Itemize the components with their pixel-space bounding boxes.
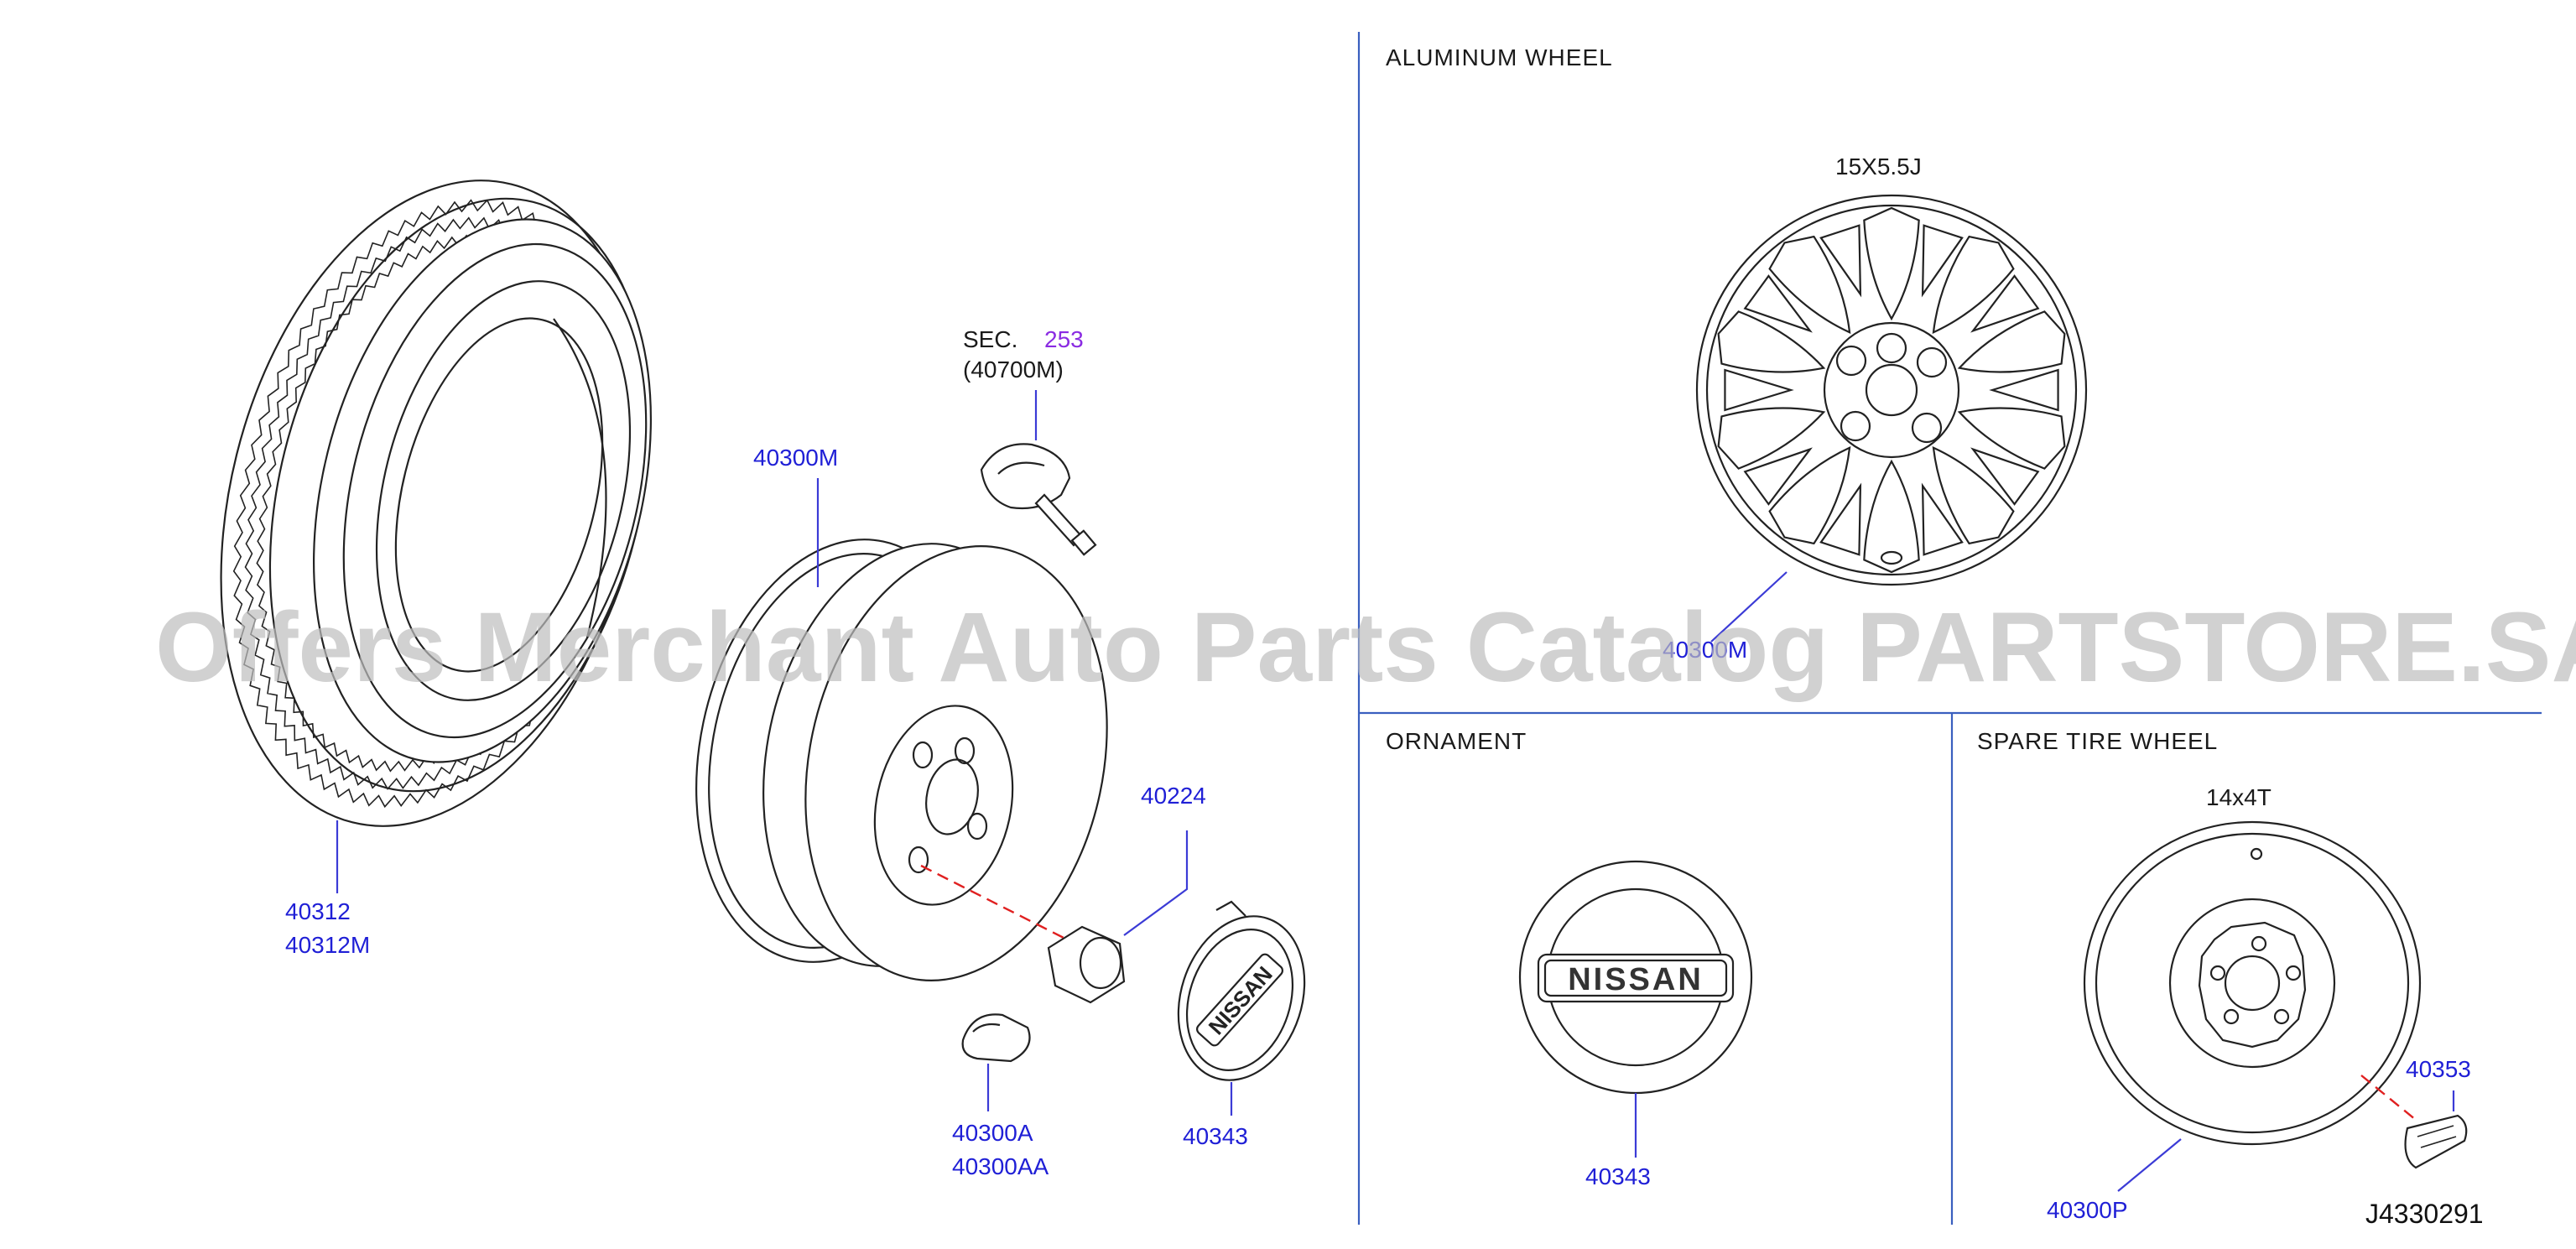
center-cap-left-illustration[interactable]: NISSAN bbox=[1158, 900, 1325, 1097]
steel-wheel-illustration[interactable] bbox=[659, 513, 1146, 1008]
alloy-spokes bbox=[1717, 206, 2066, 574]
part-label-40343-left[interactable]: 40343 bbox=[1183, 1123, 1248, 1149]
watermark-text: Offers Merchant Auto Parts Catalog PARTS… bbox=[155, 592, 2576, 703]
section-title-spare-tire-wheel: SPARE TIRE WHEEL bbox=[1977, 728, 2218, 754]
spare-wheel-leader bbox=[2117, 1138, 2182, 1192]
section-title-aluminum-wheel: ALUMINUM WHEEL bbox=[1386, 44, 1613, 70]
aluminum-wheel-size: 15X5.5J bbox=[1835, 154, 1922, 180]
alloy-spoke bbox=[1717, 407, 1826, 470]
alloy-wheel-leader bbox=[1710, 571, 1788, 643]
alloy-window bbox=[1724, 368, 1794, 412]
part-label-40300a[interactable]: 40300A bbox=[952, 1120, 1033, 1146]
diagram-code: J4330291 bbox=[2365, 1199, 2484, 1229]
sec-label: SEC. bbox=[963, 326, 1017, 352]
balance-weight-illustration[interactable] bbox=[961, 1013, 1031, 1063]
section-dividers bbox=[1357, 32, 2542, 1225]
alloy-spoke bbox=[1932, 235, 2015, 335]
part-label-40343-ornament[interactable]: 40343 bbox=[1585, 1163, 1651, 1189]
ornament-emblem-text: NISSAN bbox=[1568, 962, 1704, 997]
alloy-spoke bbox=[1957, 310, 2066, 373]
spare-wheel-illustration[interactable] bbox=[2083, 820, 2422, 1146]
ornament-cap-illustration[interactable]: NISSAN bbox=[1518, 860, 1753, 1095]
part-label-40312m[interactable]: 40312M bbox=[285, 932, 370, 958]
part-label-40300m-alloy[interactable]: 40300M bbox=[1663, 637, 1747, 663]
section-title-ornament: ORNAMENT bbox=[1386, 728, 1527, 754]
alloy-window bbox=[1989, 368, 2059, 412]
part-label-40300m[interactable]: 40300M bbox=[753, 445, 838, 471]
axis-centerline bbox=[920, 864, 1068, 941]
alloy-window bbox=[1921, 224, 1964, 298]
spare-label-illustration[interactable] bbox=[2404, 1114, 2468, 1169]
part-label-40312[interactable]: 40312 bbox=[285, 898, 351, 924]
alloy-wheel-illustration[interactable] bbox=[1695, 194, 2088, 586]
sensor-part-ref: (40700M) bbox=[963, 356, 1064, 383]
alloy-window bbox=[1819, 482, 1862, 556]
alloy-window bbox=[1970, 447, 2040, 506]
part-label-40224[interactable]: 40224 bbox=[1141, 783, 1206, 809]
alloy-spoke bbox=[1863, 206, 1920, 321]
tire-illustration[interactable] bbox=[157, 136, 707, 872]
alloy-window bbox=[1743, 447, 1813, 506]
alloy-spoke bbox=[1957, 407, 2066, 470]
spare-wheel-size: 14x4T bbox=[2206, 784, 2272, 810]
wheel-nut-illustration[interactable] bbox=[1047, 925, 1126, 1004]
alloy-window bbox=[1743, 274, 1813, 333]
alloy-spoke bbox=[1863, 459, 1920, 574]
spare-label-centerline bbox=[2360, 1075, 2417, 1121]
alloy-spoke bbox=[1768, 235, 1851, 335]
part-label-40353[interactable]: 40353 bbox=[2406, 1056, 2471, 1082]
alloy-window bbox=[1921, 482, 1964, 556]
alloy-window bbox=[1970, 274, 2040, 333]
alloy-spoke bbox=[1717, 310, 1826, 373]
alloy-spoke bbox=[1932, 445, 2015, 545]
part-label-40300aa[interactable]: 40300AA bbox=[952, 1153, 1049, 1179]
sec-number-link[interactable]: 253 bbox=[1044, 326, 1084, 352]
alloy-window bbox=[1819, 224, 1862, 298]
part-label-40300p[interactable]: 40300P bbox=[2047, 1197, 2128, 1223]
nut-leader bbox=[1123, 830, 1189, 936]
alloy-spoke bbox=[1768, 445, 1851, 545]
tpms-sensor-illustration[interactable] bbox=[980, 443, 1097, 556]
